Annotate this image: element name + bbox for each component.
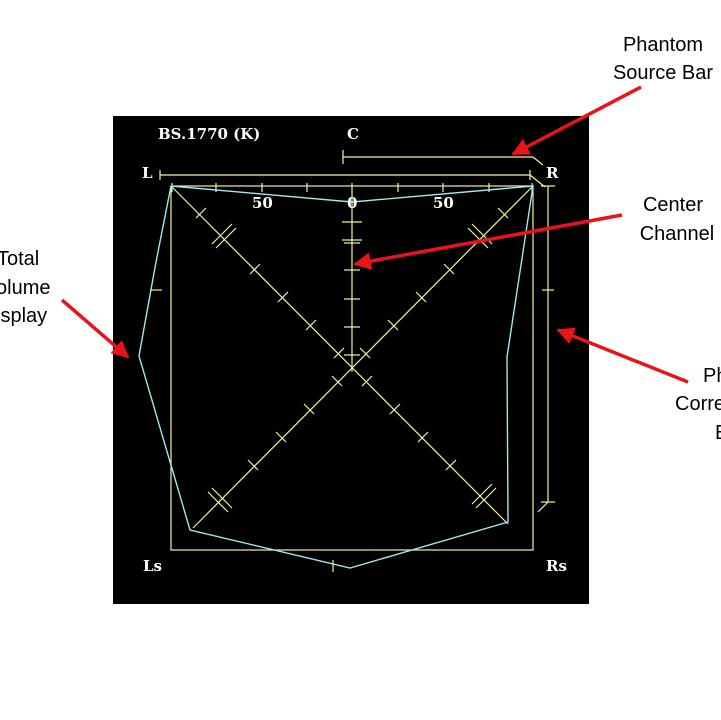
arrow-total-volume (60, 298, 130, 359)
channel-label-left: L (142, 164, 153, 182)
channel-label-right: R (546, 164, 559, 182)
callout-total-volume-line1: Total (0, 248, 39, 270)
total-volume-trace (138, 185, 534, 569)
callout-center-channel-line2: Channel (640, 223, 715, 245)
scale-label-right-50: 50 (433, 194, 454, 212)
callout-center-channel-line1: Center (643, 194, 703, 216)
channel-label-right-surround: Rs (546, 557, 567, 575)
callout-phase-correlation-line3: B (715, 422, 721, 444)
callout-phase-correlation-line1: Ph (703, 365, 721, 387)
callout-total-volume-line2: olume (0, 277, 50, 299)
scale-label-center-0: 0 (347, 194, 357, 212)
arrow-phase-correlation (556, 327, 689, 384)
callout-total-volume-line3: isplay (0, 305, 47, 327)
callout-phantom-source-bar-line2: Source Bar (613, 62, 713, 84)
scope-panel (113, 116, 589, 604)
callout-phase-correlation-line2: Corre (675, 393, 721, 415)
diagonal-l-rs (170, 185, 509, 525)
channel-label-center: C (347, 125, 359, 143)
arrow-center-channel (353, 213, 623, 270)
scale-label-left-50: 50 (252, 194, 273, 212)
scope-header: BS.1770 (K) (158, 125, 260, 143)
callout-phantom-source-bar-line1: Phantom (623, 34, 703, 56)
arrow-phantom-source-bar (511, 85, 642, 156)
channel-label-left-surround: Ls (143, 557, 162, 575)
